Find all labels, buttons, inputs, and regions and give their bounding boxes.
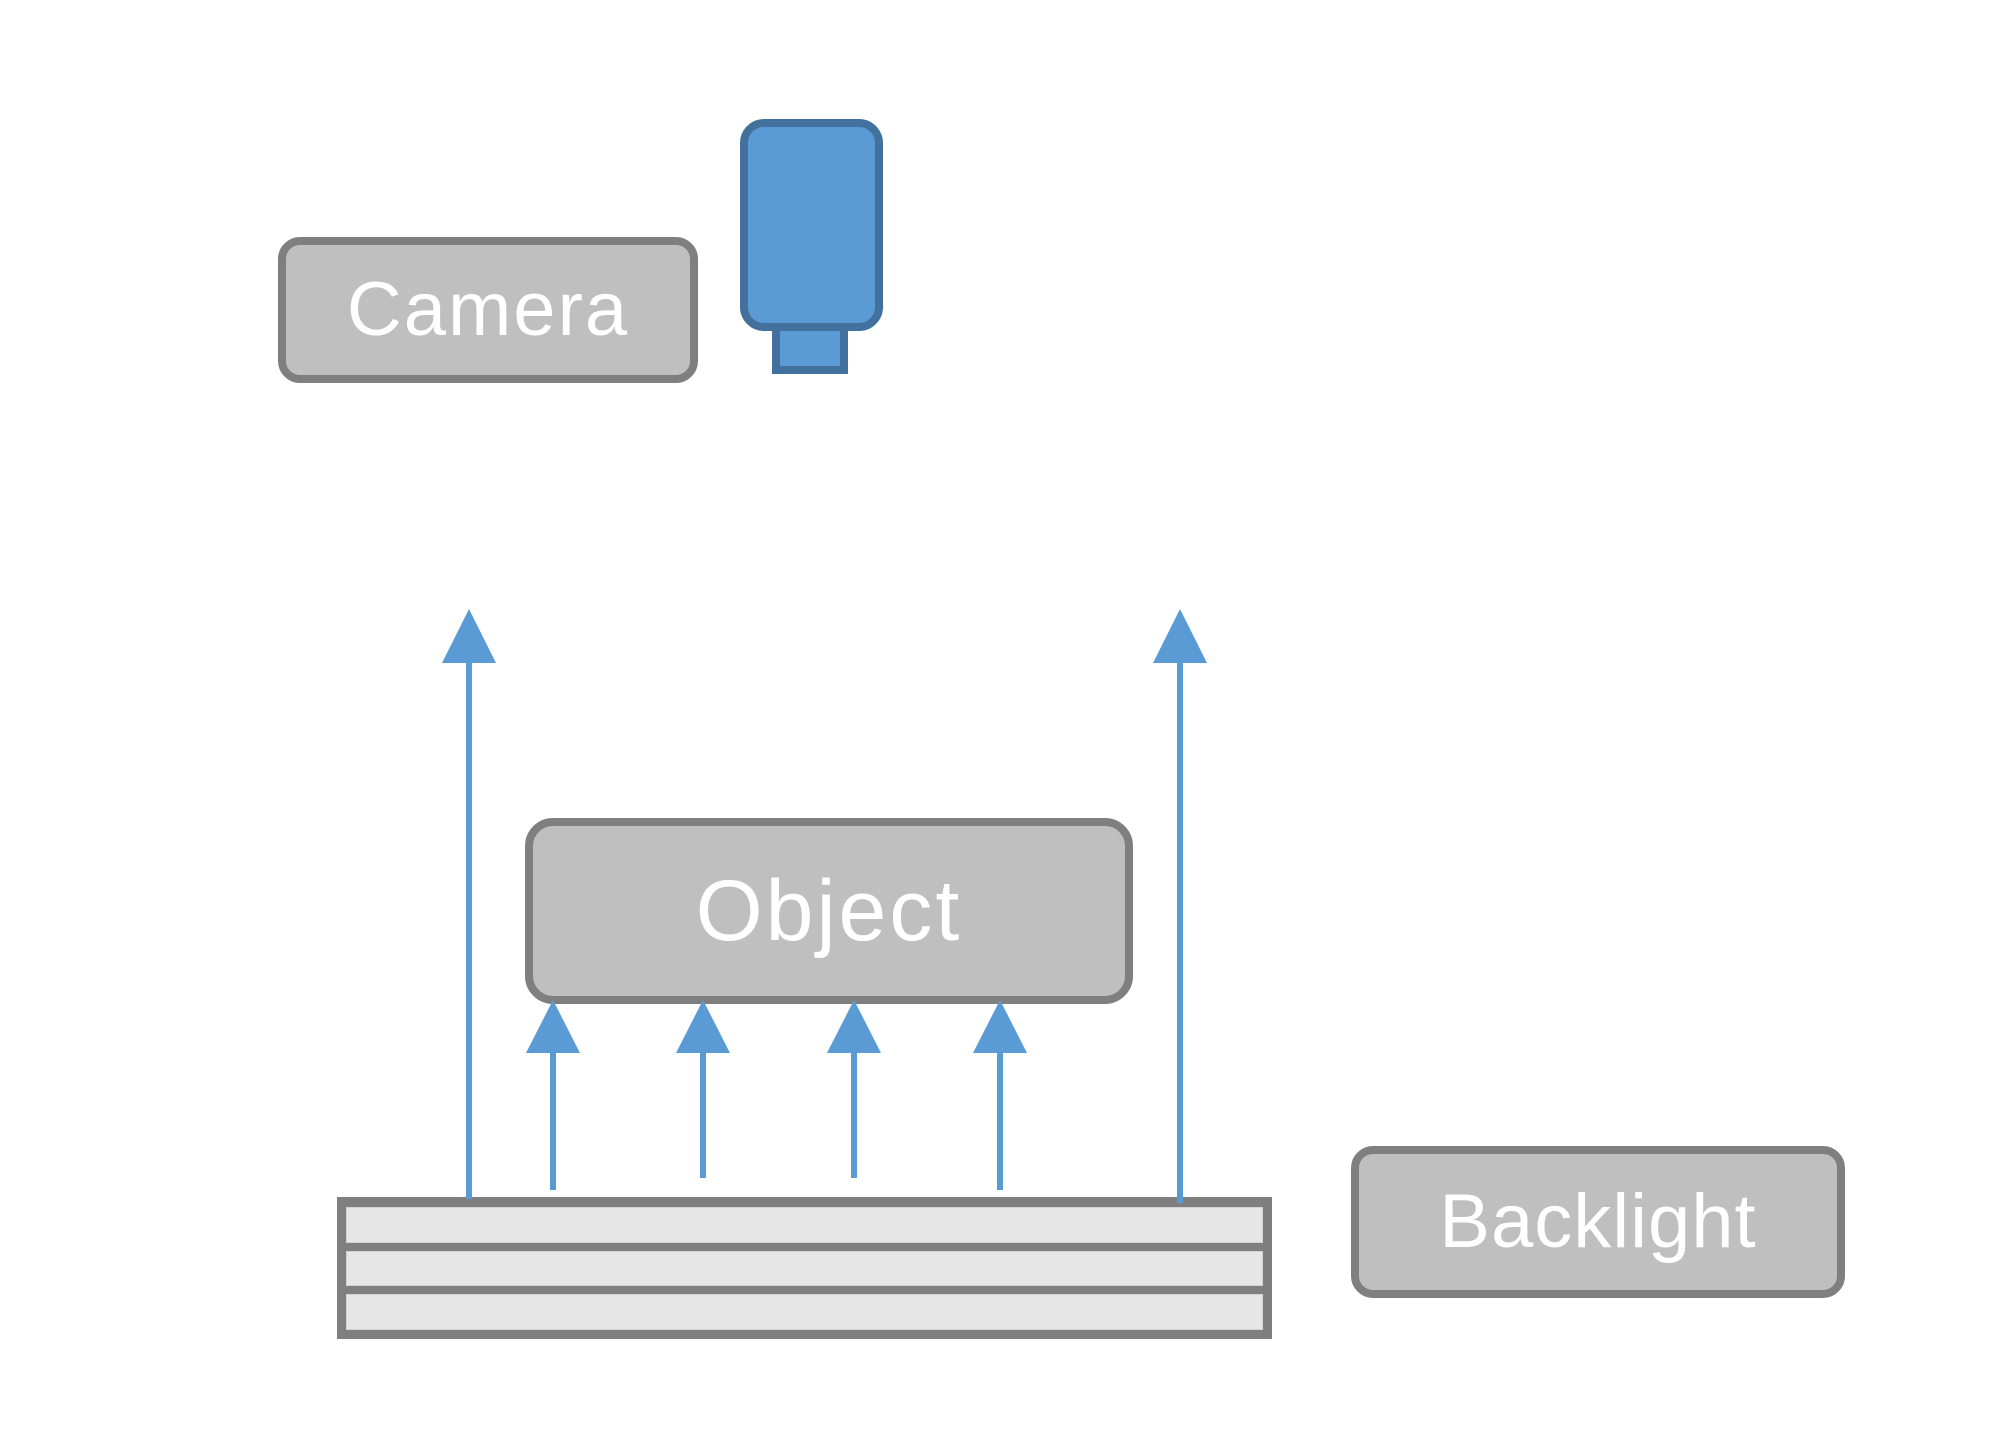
camera-lens-icon — [772, 323, 848, 374]
backlight-panel-row — [346, 1294, 1263, 1331]
backlight-panel — [337, 1197, 1272, 1339]
backlight-panel-row — [346, 1207, 1263, 1243]
arrow-head-icon — [827, 1000, 881, 1053]
backlight-label: Backlight — [1351, 1146, 1845, 1298]
backlight-label-text: Backlight — [1439, 1179, 1757, 1264]
camera-label: Camera — [278, 237, 698, 383]
arrow-head-icon — [1153, 609, 1207, 663]
ray-object-2-arrow — [676, 1000, 730, 1178]
ray-object-1-arrow — [526, 1000, 580, 1190]
ray-object-3-arrow — [827, 1000, 881, 1178]
arrow-head-icon — [973, 1000, 1027, 1053]
arrow-head-icon — [526, 1000, 580, 1053]
camera-label-text: Camera — [346, 267, 630, 352]
object-label: Object — [525, 818, 1133, 1004]
camera-body-icon — [740, 119, 883, 331]
ray-bypass-right-arrow — [1153, 609, 1207, 1203]
arrow-head-icon — [676, 1000, 730, 1053]
ray-bypass-left-arrow — [442, 609, 496, 1199]
ray-object-4-arrow — [973, 1000, 1027, 1190]
arrow-head-icon — [442, 609, 496, 663]
backlight-panel-row — [346, 1250, 1263, 1287]
object-label-text: Object — [695, 863, 963, 959]
